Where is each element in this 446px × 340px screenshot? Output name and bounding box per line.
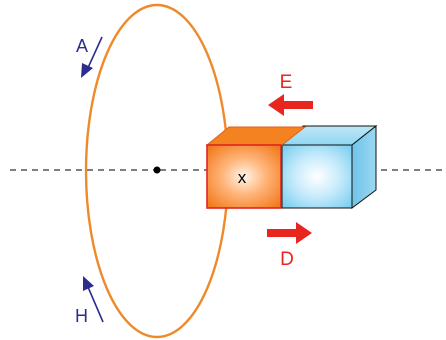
- arrow-e-left-icon: [268, 94, 313, 116]
- orange-block: [205, 126, 307, 209]
- label-e: E: [280, 72, 293, 93]
- label-x: x: [238, 168, 247, 187]
- arrow-a-icon: [81, 36, 103, 78]
- label-a: A: [76, 36, 88, 56]
- arrow-d-right-icon: [267, 222, 312, 244]
- center-dot-icon: [153, 166, 161, 174]
- label-h: H: [75, 306, 88, 326]
- arrow-h-icon: [83, 276, 104, 323]
- label-d: D: [280, 249, 294, 270]
- blue-block: [280, 124, 378, 209]
